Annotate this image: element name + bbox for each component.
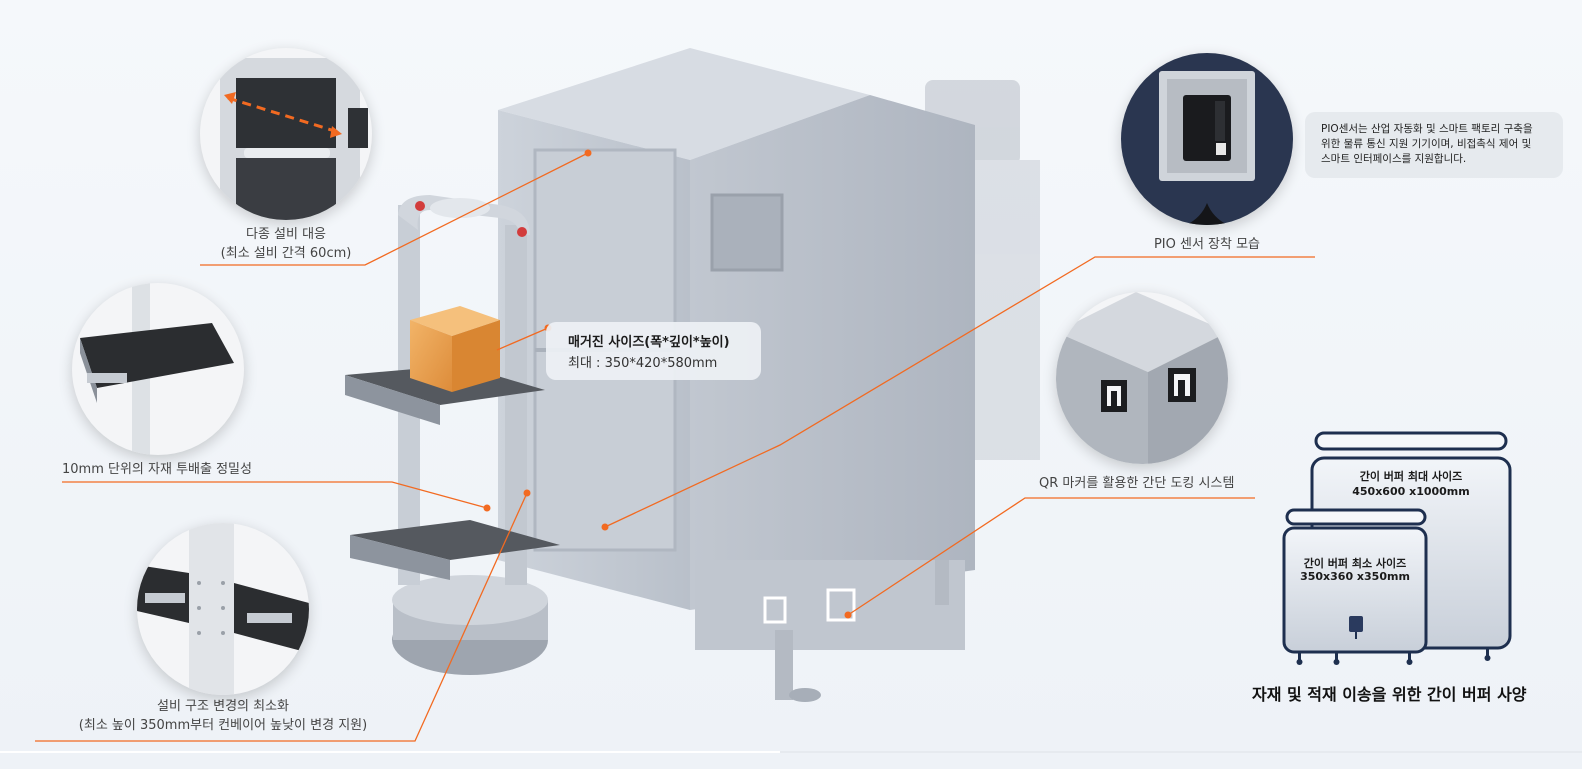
pio-install-label: PIO 센서 장착 모습 [1153,237,1261,252]
qr-docking-label: QR 마커를 활용한 간단 도킹 시스템 [1039,476,1235,491]
pio-description-callout: PIO센서는 산업 자동화 및 스마트 팩토리 구축을 위한 물류 통신 지원 … [1305,112,1563,178]
buffer-min-value: 350x360 x350mm [1300,570,1410,583]
pio-description-line-2: 위한 물류 통신 지원 기기이며, 비접촉식 제어 및 [1321,138,1532,150]
structure-label-1: 설비 구조 변경의 최소화 [157,699,289,714]
buffer-max-title: 간이 버퍼 최대 사이즈 [1359,470,1463,483]
pio-description-line-3: 스마트 인터페이스를 지원합니다. [1321,153,1467,165]
magazine-size-value: 최대 : 350*420*580mm [568,356,718,371]
connector-lines [35,152,1315,742]
multi-equipment-label-2: (최소 설비 간격 60cm) [220,246,352,261]
multi-equipment-image [200,48,372,220]
precision-image [72,283,244,455]
buffer-min-title: 간이 버퍼 최소 사이즈 [1303,557,1407,570]
magazine-size-title: 매거진 사이즈(폭*깊이*높이) [568,335,730,350]
mobile-robot [345,195,560,675]
buffer-max-value: 450x600 x1000mm [1352,485,1470,498]
pio-description-line-1: PIO센서는 산업 자동화 및 스마트 팩토리 구축을 [1321,123,1533,135]
magazine-size-callout: 매거진 사이즈(폭*깊이*높이) 최대 : 350*420*580mm [546,322,761,380]
buffer-caption: 자재 및 적재 이송을 위한 간이 버퍼 사양 [1252,685,1527,704]
precision-label: 10mm 단위의 자재 투배출 정밀성 [62,462,252,477]
buffer-illustration [1282,431,1512,665]
qr-marker-image [1056,292,1228,464]
multi-equipment-label-1: 다종 설비 대응 [245,227,327,242]
structure-label-2: (최소 높이 350mm부터 컨베이어 높낮이 변경 지원) [78,718,368,733]
pio-sensor-image [1121,53,1293,225]
structure-image [137,523,309,695]
